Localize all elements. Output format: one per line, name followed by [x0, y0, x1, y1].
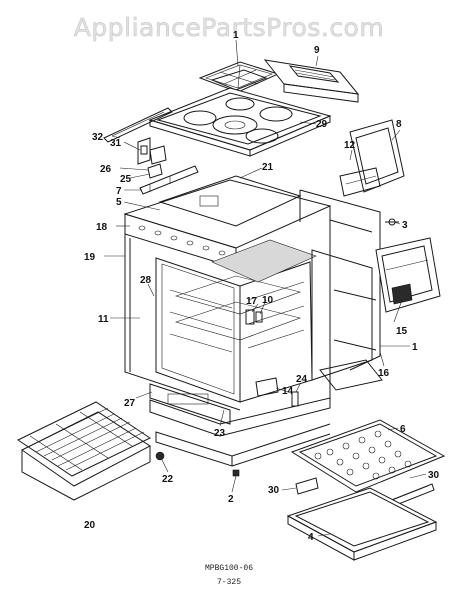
callout-1b: 1 [412, 342, 418, 353]
grate-part [198, 61, 280, 93]
callout-10: 10 [262, 295, 274, 306]
diagram-caption: MPBG100-06 7-325 [205, 564, 253, 587]
thermostat-part [255, 377, 299, 407]
screw-part [385, 218, 399, 226]
broiler-insert-part [290, 419, 446, 493]
callout-1: 1 [233, 30, 239, 41]
rear-vent-part [263, 59, 360, 103]
leader-lines [104, 39, 427, 537]
callout-17: 17 [246, 296, 258, 307]
model-number: MPBG100-06 [205, 564, 253, 573]
callout-14: 14 [282, 386, 294, 397]
callout-2: 2 [228, 494, 234, 505]
callout-30b: 30 [268, 485, 280, 496]
broiler-pan-part [286, 487, 438, 561]
callout-25: 25 [120, 174, 132, 185]
callout-29: 29 [316, 119, 328, 130]
cooktop-part [148, 87, 332, 157]
callout-4: 4 [308, 532, 314, 543]
callout-7: 7 [116, 186, 122, 197]
oven-rack-part [16, 401, 152, 501]
page-number: 7-325 [217, 578, 241, 587]
callout-8: 8 [396, 119, 402, 130]
callout-23: 23 [214, 428, 226, 439]
igniter-part [245, 309, 263, 325]
callout-15: 15 [396, 326, 408, 337]
callout-18: 18 [96, 222, 108, 233]
side-vent-part [339, 119, 405, 197]
bracket-part [147, 145, 167, 179]
callout-26: 26 [100, 164, 112, 175]
callout-22: 22 [162, 474, 174, 485]
callout-labels: 1 9 8 29 12 32 31 26 25 21 7 5 18 3 19 2… [84, 30, 440, 543]
callout-5: 5 [116, 197, 122, 208]
range-body [123, 175, 381, 477]
callout-9: 9 [314, 45, 320, 56]
callout-12: 12 [344, 140, 356, 151]
callout-31: 31 [110, 138, 122, 149]
callout-30a: 30 [428, 470, 440, 481]
callout-27: 27 [124, 398, 136, 409]
side-trim-part [103, 107, 173, 165]
watermark-text: AppliancePartsPros.com [74, 13, 384, 42]
callout-20: 20 [84, 520, 96, 531]
control-box-part [375, 237, 441, 313]
callout-32: 32 [92, 132, 104, 143]
bottom-bracket-part [319, 359, 383, 391]
callout-21: 21 [262, 162, 274, 173]
callout-19: 19 [84, 252, 96, 263]
callout-28: 28 [140, 275, 152, 286]
callout-11: 11 [98, 314, 109, 325]
callout-16: 16 [378, 368, 390, 379]
callout-24: 24 [296, 374, 308, 385]
callout-6: 6 [400, 424, 406, 435]
manifold-bracket-part [139, 165, 199, 195]
callout-3: 3 [402, 220, 408, 231]
